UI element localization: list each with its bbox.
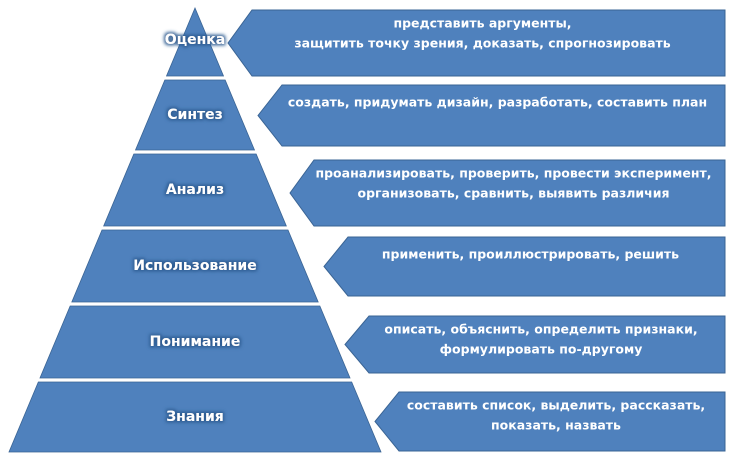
pyramid-band	[39, 305, 351, 379]
arrow-shape	[374, 391, 726, 452]
level-label: Знания	[166, 409, 224, 425]
description-line: создать, придумать дизайн, разработать, …	[288, 95, 707, 110]
description-arrow-0: представить аргументы, защитить точку зре…	[227, 9, 726, 77]
description-arrow-5: составить список, выделить, рассказать, п…	[374, 391, 726, 452]
description-arrows: представить аргументы, защитить точку зре…	[227, 9, 726, 452]
description-arrow-4: описать, объяснить, определить признаки,…	[344, 315, 726, 374]
description-line: показать, назвать	[491, 418, 621, 433]
pyramid-level-3: Использование	[71, 229, 319, 303]
arrow-shape	[323, 236, 726, 297]
level-label: Анализ	[166, 182, 224, 198]
arrow-shape	[227, 9, 726, 77]
description-arrow-1: создать, придумать дизайн, разработать, …	[257, 84, 726, 147]
description-line: проанализировать, проверить, провести эк…	[315, 166, 711, 181]
level-label: Использование	[133, 258, 256, 274]
pyramid-level-5: Знания	[8, 381, 382, 453]
pyramid-band	[134, 79, 256, 151]
description-line: представить аргументы,	[393, 16, 571, 31]
description-line: организовать, сравнить, выявить различия	[357, 186, 669, 201]
pyramid-band	[165, 6, 225, 77]
level-label: Понимание	[150, 334, 241, 350]
level-label: Оценка	[165, 32, 225, 48]
arrow-shape	[257, 84, 726, 147]
description-line: описать, объяснить, определить признаки,	[384, 322, 697, 337]
level-label: Синтез	[167, 107, 223, 123]
pyramid-band	[103, 153, 287, 227]
pyramid-band	[71, 229, 319, 303]
description-arrow-3: применить, проиллюстрировать, решить	[323, 236, 726, 297]
pyramid: ОценкаСинтезАнализИспользованиеПонимание…	[8, 6, 382, 453]
description-arrow-2: проанализировать, проверить, провести эк…	[289, 159, 726, 227]
pyramid-level-0: Оценка	[165, 6, 225, 77]
description-line: защитить точку зрения, доказать, спрогно…	[294, 36, 670, 51]
description-line: применить, проиллюстрировать, решить	[382, 247, 679, 262]
description-line: формулировать по-другому	[440, 342, 643, 357]
pyramid-level-4: Понимание	[39, 305, 351, 379]
arrow-shape	[344, 315, 726, 374]
arrow-shape	[289, 159, 726, 227]
pyramid-level-1: Синтез	[134, 79, 256, 151]
pyramid-level-2: Анализ	[103, 153, 287, 227]
description-line: составить список, выделить, рассказать,	[407, 398, 705, 413]
pyramid-band	[8, 381, 382, 453]
